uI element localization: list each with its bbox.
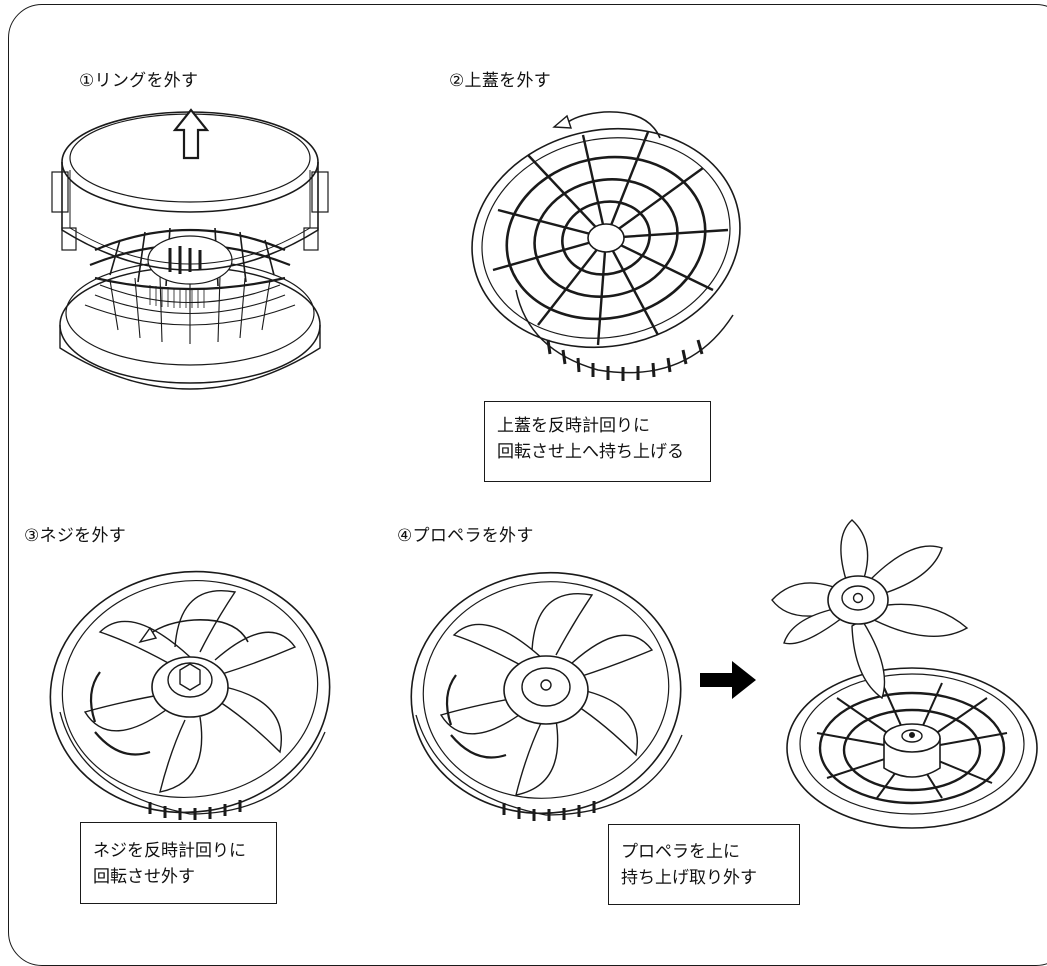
counterclockwise-arrow-icon [138, 619, 249, 644]
step2-top-cover-illustration [471, 127, 741, 381]
step3-screw-illustration [49, 570, 331, 820]
step2-note-line1: 上蓋を反時計回りに [497, 416, 650, 436]
step3-note-line2: 回転させ外す [93, 867, 195, 887]
up-arrow-icon [172, 108, 210, 160]
step2-note: 上蓋を反時計回りに 回転させ上へ持ち上げる [484, 401, 711, 482]
step3-note: ネジを反時計回りに 回転させ外す [80, 822, 277, 904]
step2-title: ②上蓋を外す [449, 71, 552, 91]
step4-propeller-removed-illustration [771, 519, 1038, 829]
right-arrow-icon [700, 661, 756, 699]
step1-ring-illustration [51, 111, 329, 390]
step4-note: プロペラを上に 持ち上げ取り外す [608, 824, 800, 905]
step3-note-line1: ネジを反時計回りに [93, 841, 246, 861]
step4-propeller-in-housing-illustration [410, 571, 683, 821]
step4-note-line2: 持ち上げ取り外す [621, 868, 757, 888]
step4-title: ④プロペラを外す [397, 526, 534, 546]
counterclockwise-arrow-icon [552, 111, 661, 139]
step1-title: ①リングを外す [79, 71, 199, 91]
step2-note-line2: 回転させ上へ持ち上げる [497, 442, 684, 462]
step3-title: ③ネジを外す [24, 526, 127, 546]
step4-note-line1: プロペラを上に [621, 842, 740, 862]
